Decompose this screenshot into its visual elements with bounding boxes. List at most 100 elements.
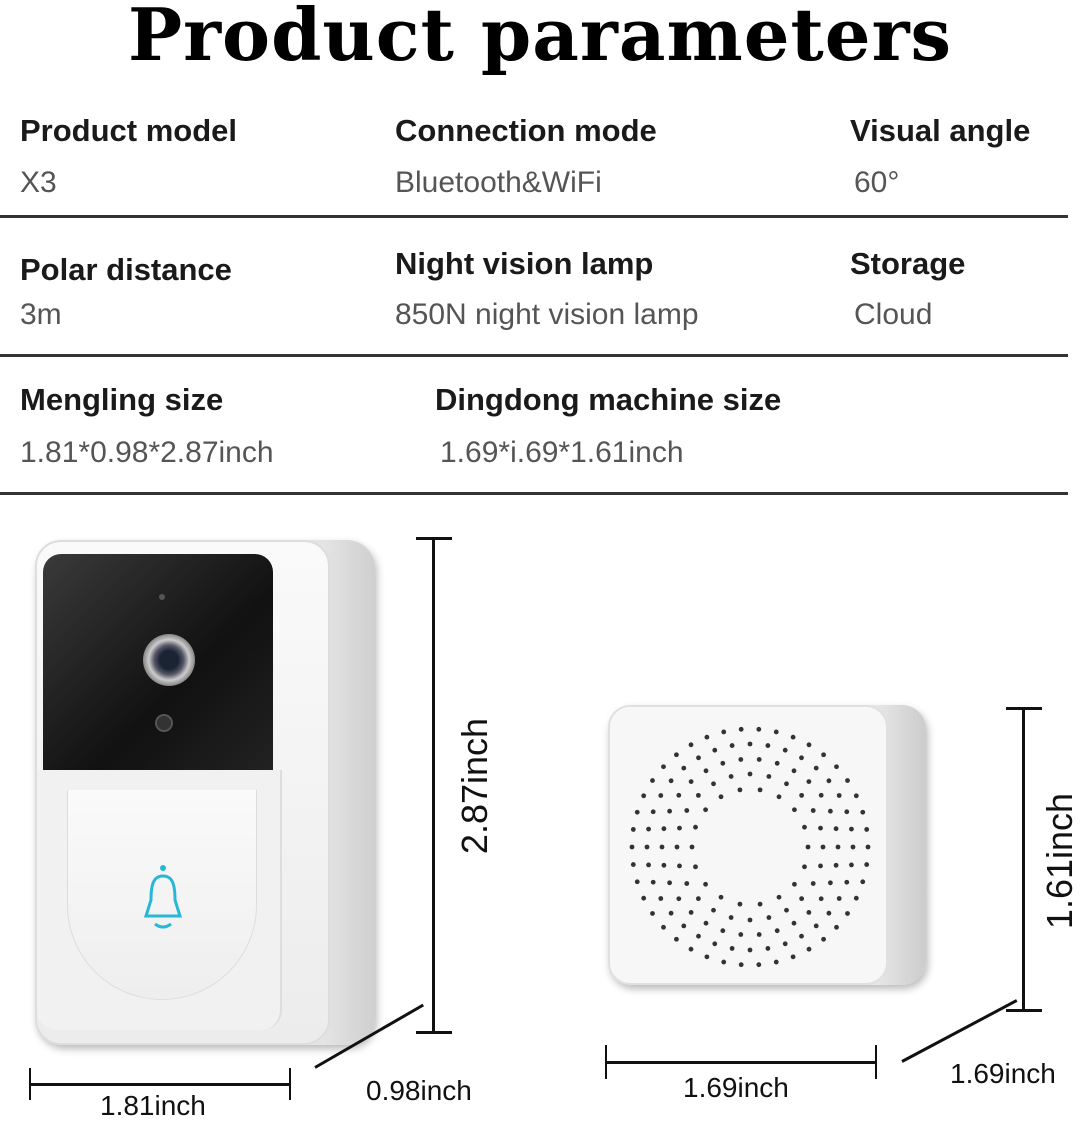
grill-dot [650, 879, 656, 885]
grill-dot [674, 936, 679, 942]
param-label-doorbell-size: Mengling size [20, 382, 224, 417]
doorbell-depth-label: 0.98inch [366, 1075, 472, 1106]
dimension-line [1022, 708, 1025, 1011]
camera-lens-icon [143, 634, 195, 686]
grill-dot [790, 954, 796, 960]
divider [0, 492, 1068, 495]
grill-dot [738, 757, 744, 762]
grill-dot [668, 778, 674, 784]
grill-dot [774, 928, 780, 934]
grill-dot [728, 774, 734, 779]
grill-dot [737, 787, 743, 793]
grill-dot [737, 901, 743, 907]
param-label-chime-size: Dingdong machine size [435, 382, 782, 417]
grill-dot [676, 896, 682, 902]
grill-dot [747, 947, 753, 953]
doorbell-width-label: 1.81inch [100, 1090, 206, 1121]
grill-dot [674, 844, 680, 850]
grill-dot [845, 778, 850, 783]
grill-dot [703, 920, 709, 926]
grill-dot [799, 933, 804, 939]
grill-dot [747, 741, 753, 747]
doorbell-height-label: 2.87inch [454, 717, 495, 855]
doorbell-button [67, 790, 257, 1000]
dimension-tick [29, 1068, 31, 1100]
dimension-line [30, 1083, 290, 1086]
grill-dot [695, 896, 701, 902]
grill-dot [799, 792, 805, 798]
grill-dot [659, 844, 665, 850]
grill-dot [827, 808, 833, 814]
grill-dot [688, 742, 694, 748]
grill-dot [826, 910, 832, 916]
grill-dot [661, 924, 666, 930]
grill-dot [776, 894, 782, 900]
grill-dot [634, 879, 640, 885]
grill-dot [790, 734, 796, 740]
grill-dot [864, 862, 870, 867]
grill-dot [704, 954, 710, 960]
grill-dot [766, 774, 772, 779]
grill-dot [864, 827, 870, 832]
param-label-connection: Connection mode [395, 113, 657, 148]
grill-dot [827, 880, 833, 886]
grill-dot [818, 863, 823, 869]
grill-dot [836, 896, 842, 901]
grill-dot [641, 895, 647, 901]
grill-dot [721, 729, 727, 735]
grill-dot [689, 844, 695, 850]
grill-dot [834, 924, 839, 930]
divider [0, 354, 1068, 357]
grill-dot [693, 864, 698, 870]
grill-dot [849, 826, 854, 832]
dimension-line [432, 538, 435, 1033]
grill-dot [641, 793, 647, 799]
grill-dot [720, 760, 726, 766]
grill-dot [667, 880, 673, 886]
param-value-model: X3 [20, 166, 57, 199]
grill-dot [757, 787, 763, 793]
grill-dot [806, 909, 812, 915]
param-label-angle: Visual angle [850, 113, 1031, 148]
grill-dot [756, 932, 762, 937]
grill-dot [850, 844, 856, 850]
dimension-tick [416, 537, 452, 540]
microphone-dot [159, 594, 165, 600]
grill-dot [661, 764, 666, 770]
grill-dot [860, 809, 866, 815]
grill-dot [630, 827, 636, 832]
grill-dot [833, 826, 839, 832]
grill-dot [818, 825, 823, 831]
grill-dot [695, 792, 701, 798]
grill-dot [634, 809, 640, 815]
grill-dot [646, 826, 651, 832]
doorbell-image [35, 540, 375, 1045]
grill-dot [835, 844, 841, 850]
grill-dot [833, 862, 839, 868]
chime-image [608, 705, 926, 985]
bell-icon [143, 865, 183, 929]
grill-dot [792, 807, 797, 813]
grill-dot [738, 932, 744, 937]
grill-dot [865, 844, 871, 850]
page-title: Product parameters [127, 0, 953, 77]
dimension-tick [605, 1045, 607, 1079]
grill-dot [738, 726, 744, 732]
grill-dot [650, 911, 655, 916]
grill-dot [806, 742, 812, 748]
grill-dot [791, 920, 797, 926]
grill-dot [860, 879, 866, 885]
grill-dot [773, 959, 779, 965]
grill-dot [677, 825, 682, 831]
grill-dot [674, 752, 679, 758]
grill-dot [712, 747, 718, 753]
grill-dot [729, 743, 735, 748]
grill-dot [703, 807, 708, 813]
grill-dot [821, 752, 826, 758]
grill-dot [774, 760, 780, 766]
grill-dot [784, 781, 789, 787]
grill-dot [813, 765, 819, 771]
param-value-angle: 60° [854, 166, 900, 199]
grill-dot [799, 755, 804, 761]
grill-dot [756, 962, 762, 968]
